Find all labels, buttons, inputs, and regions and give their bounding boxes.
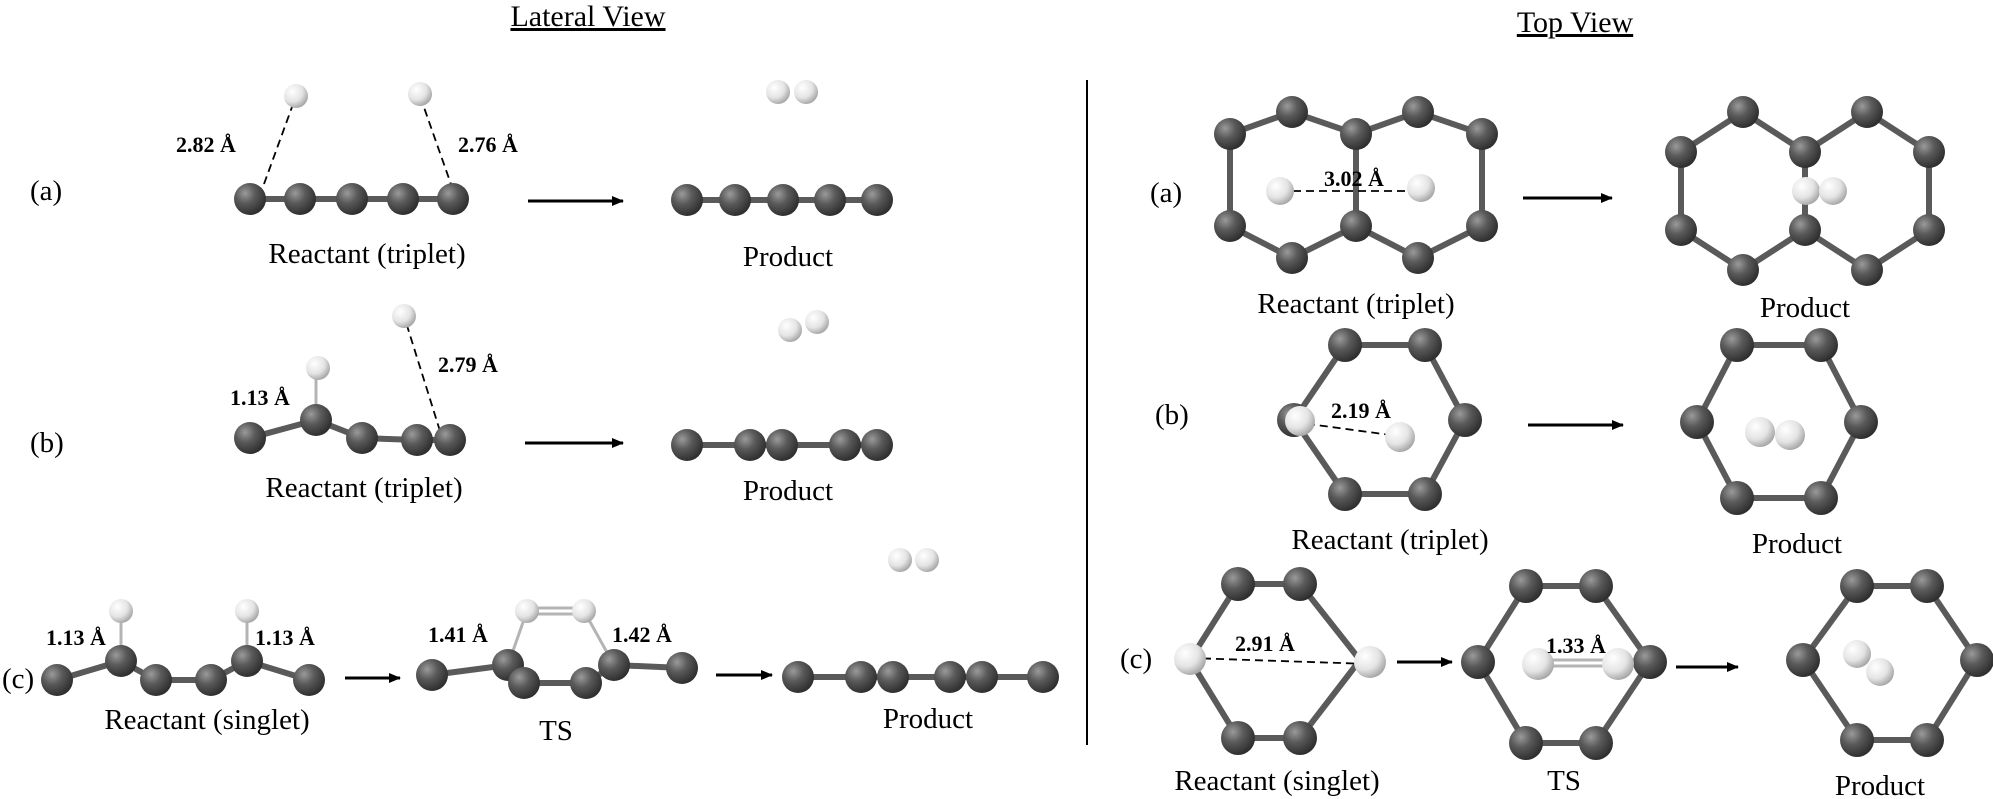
top-a-product-caption: Product <box>1760 292 1850 324</box>
top-b-product <box>1680 328 1878 515</box>
lateral-c-ts <box>416 599 698 699</box>
top-c-reactant-caption: Reactant (singlet) <box>1174 765 1379 797</box>
top-a-reactant <box>1214 96 1498 274</box>
distance-top-a: 3.02 Å <box>1324 166 1384 191</box>
lateral-c-product-caption: Product <box>883 703 973 735</box>
top-view-header: Top View <box>1517 6 1634 39</box>
distance-lateral-b-ch: 1.13 Å <box>230 385 290 410</box>
lateral-view-header: Lateral View <box>510 0 665 33</box>
lateral-c-reactant-caption: Reactant (singlet) <box>104 704 309 736</box>
distance-top-c-reactant: 2.91 Å <box>1235 631 1295 656</box>
lateral-a-reactant <box>234 82 469 215</box>
lateral-c-reactant <box>41 599 325 696</box>
lateral-a-product <box>671 80 893 216</box>
top-b-reactant-caption: Reactant (triplet) <box>1291 524 1488 556</box>
lateral-b-product <box>671 310 893 461</box>
lateral-panel-b: (b) <box>30 427 64 459</box>
lateral-c-product <box>782 548 1059 693</box>
top-c-product <box>1786 569 1993 757</box>
lateral-b-product-caption: Product <box>743 475 833 507</box>
distance-lateral-c-ts-right: 1.42 Å <box>612 622 672 647</box>
top-b-product-caption: Product <box>1752 528 1842 560</box>
distance-lateral-c-ch-left: 1.13 Å <box>46 625 106 650</box>
lateral-panel-a: (a) <box>30 175 62 207</box>
lateral-panel-c: (c) <box>2 663 34 695</box>
top-a-product <box>1665 96 1945 286</box>
distance-top-c-ts: 1.33 Å <box>1546 633 1606 658</box>
top-c-ts <box>1461 569 1667 760</box>
top-panel-b: (b) <box>1155 399 1189 431</box>
distance-lateral-a-left: 2.82 Å <box>176 132 236 157</box>
top-a-reactant-caption: Reactant (triplet) <box>1257 288 1454 320</box>
distance-lateral-b-far: 2.79 Å <box>438 352 498 377</box>
lateral-b-reactant <box>234 304 466 456</box>
lateral-a-product-caption: Product <box>743 241 833 273</box>
top-c-reactant <box>1174 567 1386 755</box>
lateral-c-ts-caption: TS <box>539 715 573 747</box>
lateral-b-reactant-caption: Reactant (triplet) <box>265 472 462 504</box>
top-panel-a: (a) <box>1150 177 1182 209</box>
top-c-ts-caption: TS <box>1547 765 1581 797</box>
distance-lateral-c-ts-left: 1.41 Å <box>428 622 488 647</box>
top-panel-c: (c) <box>1120 643 1152 675</box>
lateral-a-reactant-caption: Reactant (triplet) <box>268 238 465 270</box>
top-b-reactant <box>1277 328 1482 511</box>
top-c-product-caption: Product <box>1835 770 1925 799</box>
distance-lateral-c-ch-right: 1.13 Å <box>255 625 315 650</box>
distance-top-b: 2.19 Å <box>1331 398 1391 423</box>
distance-lateral-a-right: 2.76 Å <box>458 132 518 157</box>
